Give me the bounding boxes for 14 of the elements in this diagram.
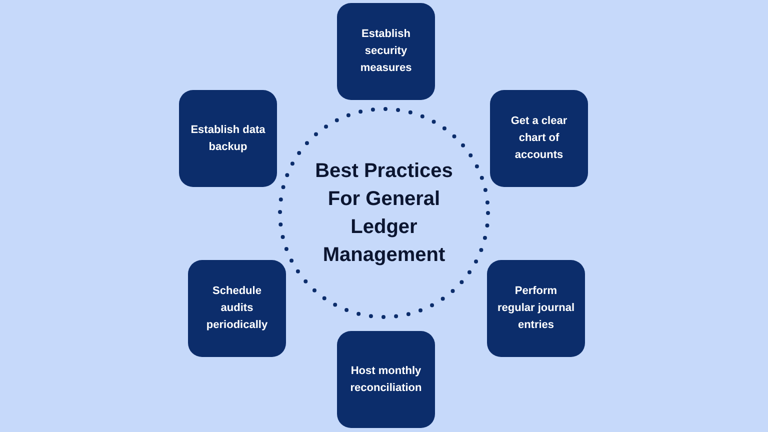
step-box xyxy=(487,260,585,357)
center-title: Best Practices For General Ledger Management xyxy=(314,159,454,268)
step-box xyxy=(337,3,435,100)
step-label: Host monthly reconciliation xyxy=(349,364,423,396)
step-label: Perform regular journal entries xyxy=(496,284,576,333)
step-box xyxy=(179,90,277,187)
dotted-circle xyxy=(277,106,491,320)
step-label: Establish data backup xyxy=(190,122,266,154)
step-label: Establish security measures xyxy=(359,27,413,76)
step-box xyxy=(490,90,588,187)
step-box xyxy=(188,260,286,357)
step-label: Get a clear chart of accounts xyxy=(510,114,568,163)
step-label: Schedule audits periodically xyxy=(205,284,269,333)
step-box xyxy=(337,331,435,428)
